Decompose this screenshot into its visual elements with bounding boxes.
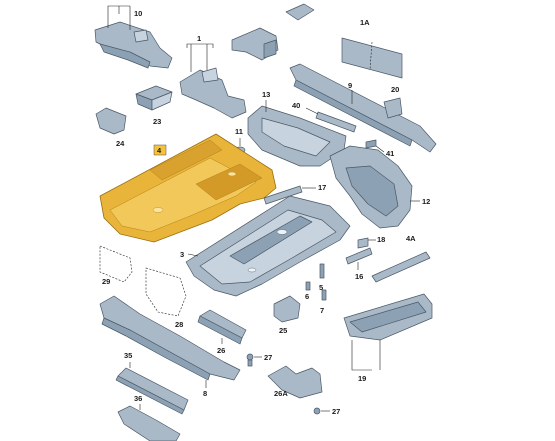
leader-19 [351,340,381,371]
part-36-shape [117,405,181,441]
label-36: 36 [134,394,142,403]
part-28-shape [145,267,187,317]
label-13: 13 [262,90,270,99]
part-20-shape [383,97,403,119]
leader-40 [305,107,319,115]
label-4: 4 [157,146,162,155]
label-10: 10 [134,9,142,18]
label-17: 17 [318,183,326,192]
bolt-6-shape [305,281,311,291]
part-40-shape [315,111,357,133]
leader-41 [375,145,385,153]
part-9-shape [289,63,437,153]
part-41-shape [365,139,377,149]
label-41: 41 [386,149,394,158]
label-9: 9 [348,81,352,90]
part-4A-shape [371,251,431,283]
label-26: 26 [217,346,225,355]
part-1-shape [179,67,247,119]
part-16-shape [345,247,373,265]
label-19: 19 [358,374,366,383]
label-11: 11 [235,127,243,136]
part-24-shape [95,107,127,135]
part-3-main-floor [185,195,351,297]
label-40: 40 [292,101,300,110]
label-35: 35 [124,351,132,360]
part-23-shape [135,85,173,111]
label-23: 23 [153,117,161,126]
label-28: 28 [175,320,183,329]
part-18-shape [357,237,369,249]
label-4A: 4A [406,234,416,243]
label-27-lower: 27 [332,407,340,416]
part-35-shape [115,367,189,415]
bolt-27-lower-shape [313,407,321,415]
part-26-shape [197,309,247,345]
label-8: 8 [203,389,207,398]
label-26A: 26A [274,389,288,398]
bolt-5-shape [319,263,325,279]
part-29-shape [99,245,133,283]
label-29: 29 [102,277,110,286]
part-4-highlighted-floor [99,133,277,243]
part-25-shape [273,295,301,323]
part-26A-shape [267,365,323,399]
label-20: 20 [391,85,399,94]
part-10-shape [94,21,173,69]
part-17-shape [263,185,303,205]
part-8-shape [99,295,241,381]
part-1A-shape [341,37,403,79]
leader-1 [186,43,214,72]
bolt-27-upper-shape [246,353,254,367]
part-top-bracket-shape [231,3,315,61]
label-7: 7 [320,306,324,315]
label-12: 12 [422,197,430,206]
label-4-box [153,144,167,156]
label-6: 6 [305,292,309,301]
bolt-7-shape [321,289,327,301]
label-18: 18 [377,235,385,244]
label-1: 1 [197,34,201,43]
label-16: 16 [355,272,363,281]
label-25: 25 [279,326,287,335]
part-12-shape [329,145,413,229]
label-3: 3 [180,250,184,259]
label-24: 24 [116,139,125,148]
label-5: 5 [319,283,323,292]
label-1A: 1A [360,18,370,27]
leader-10 [107,5,131,30]
label-27-upper: 27 [264,353,272,362]
leader-3 [187,253,199,257]
part-19-shape [343,293,433,341]
